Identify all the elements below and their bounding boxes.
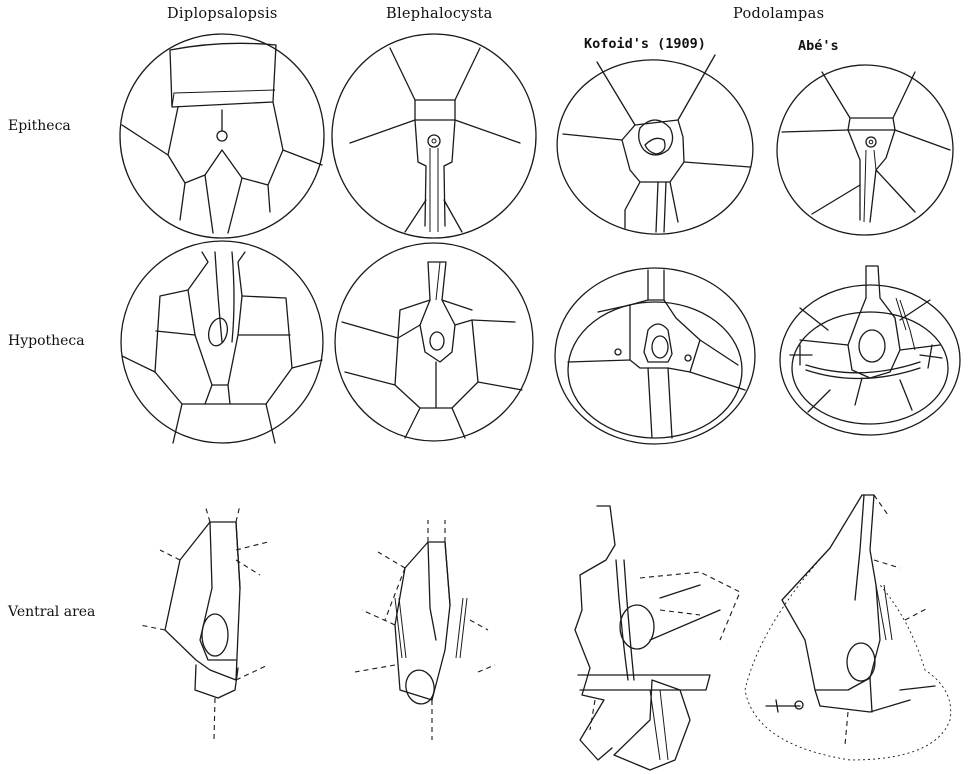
epitheca-diplopsalopsis xyxy=(120,34,324,238)
epitheca-blephalocysta xyxy=(332,34,536,238)
hypotheca-diplopsalopsis xyxy=(121,241,323,443)
hypotheca-kofoid xyxy=(555,268,755,444)
ventral-kofoid xyxy=(575,506,740,770)
hypotheca-abe xyxy=(780,266,960,435)
ventral-diplopsalopsis xyxy=(140,505,268,740)
ventral-blephalocysta xyxy=(355,520,495,740)
ventral-abe xyxy=(745,495,951,760)
epitheca-kofoid xyxy=(548,50,761,244)
hypotheca-blephalocysta xyxy=(335,243,533,441)
epitheca-abe xyxy=(771,59,958,241)
